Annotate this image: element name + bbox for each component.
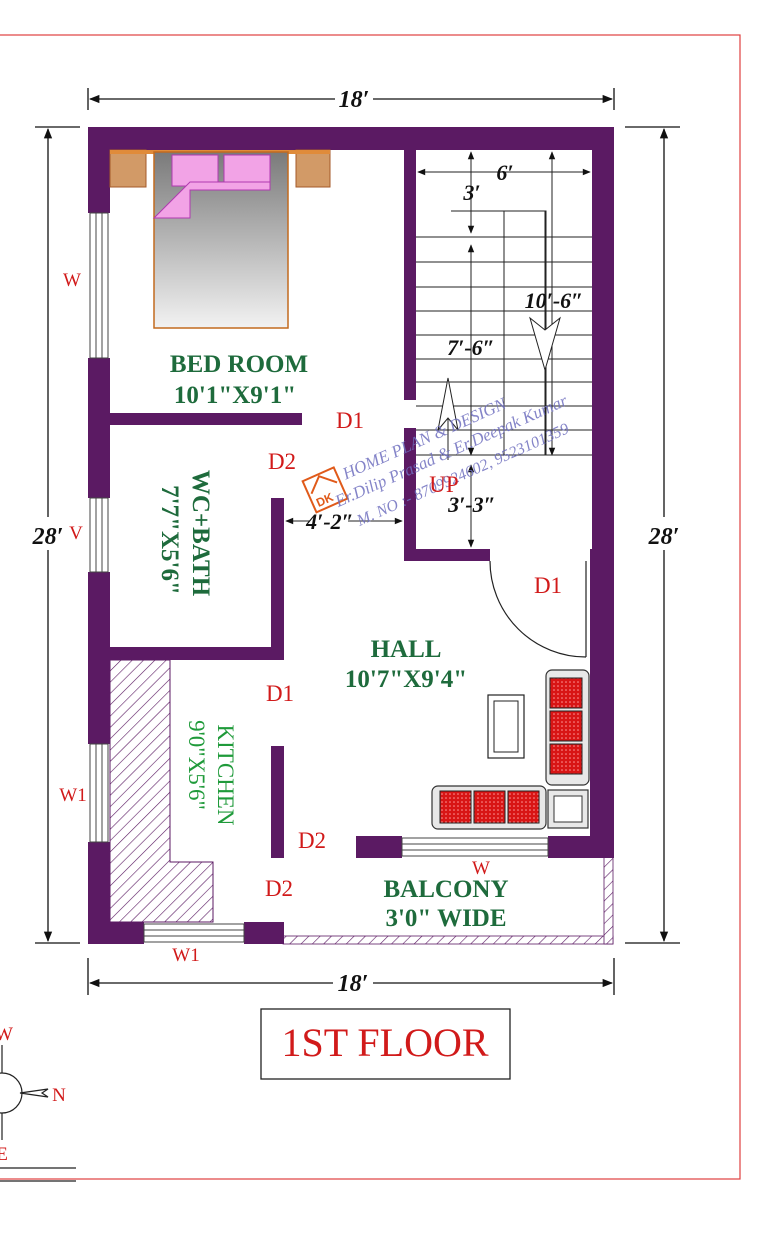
dim-stair-width: 6′: [496, 160, 513, 185]
balcony-rail-bottom: [282, 935, 614, 945]
hall-furniture: [431, 669, 590, 830]
label-up: UP: [429, 472, 458, 497]
dim-stair-landing: 3′: [462, 180, 480, 205]
dim-stair-bottom: 3′-3″: [447, 492, 496, 517]
label-w-balcony: W: [472, 858, 490, 879]
kitchen-size: 9'0"X5'6": [184, 720, 209, 810]
bedroom-name: BED ROOM: [170, 351, 308, 378]
bedroom-size: 10'1"X9'1": [174, 382, 296, 409]
dimension-lines: [35, 88, 680, 995]
kitchen-name: KITCHEN: [213, 725, 238, 826]
floor-title-box: [260, 1008, 511, 1080]
balcony-name: BALCONY: [383, 876, 508, 903]
watermark-logo-text: DK: [314, 490, 336, 510]
compass-e: E: [0, 1144, 8, 1165]
watermark-logo: [301, 466, 349, 514]
main-door: [489, 560, 587, 658]
hall-size: 10'7"X9'4": [345, 666, 467, 693]
label-d2-balcony: D2: [298, 828, 326, 853]
label-d2-wc: D2: [268, 449, 296, 474]
balcony-size: 3'0" WIDE: [385, 905, 506, 932]
label-d1-kitchen: D1: [266, 681, 294, 706]
dim-stair-run: 10′-6″: [525, 288, 584, 313]
windows: [89, 212, 549, 943]
dim-stair-run-inner: 7′-6″: [447, 335, 495, 360]
walls: [88, 127, 614, 944]
floor-title: 1ST FLOOR: [281, 1020, 488, 1065]
compass-w: W: [0, 1024, 13, 1045]
dim-right-height: 28′: [648, 524, 680, 550]
compass-n: N: [52, 1085, 66, 1106]
label-d1-main: D1: [534, 573, 562, 598]
balcony-rail-right: [603, 855, 614, 945]
staircase: [285, 151, 592, 548]
compass-icon: [0, 1045, 76, 1182]
wc-size: 7'7"X5'6": [156, 485, 183, 595]
dim-passage: 4′-2″: [305, 509, 354, 534]
label-w-bedroom: W: [63, 270, 81, 291]
label-d1-bedroom: D1: [336, 408, 364, 433]
hall-name: HALL: [371, 636, 442, 663]
dim-bottom-width: 18′: [338, 971, 369, 997]
wc-name: WC+BATH: [187, 470, 214, 597]
bed-furniture: [109, 149, 331, 329]
dim-top-width: 18′: [339, 87, 370, 113]
page-border: [0, 34, 741, 1180]
label-w1-bottom: W1: [172, 945, 199, 966]
label-v-wc: V: [69, 523, 83, 544]
dim-left-height: 28′: [32, 524, 64, 550]
label-d2-lower: D2: [265, 876, 293, 901]
label-w1-kitchen: W1: [59, 785, 86, 806]
